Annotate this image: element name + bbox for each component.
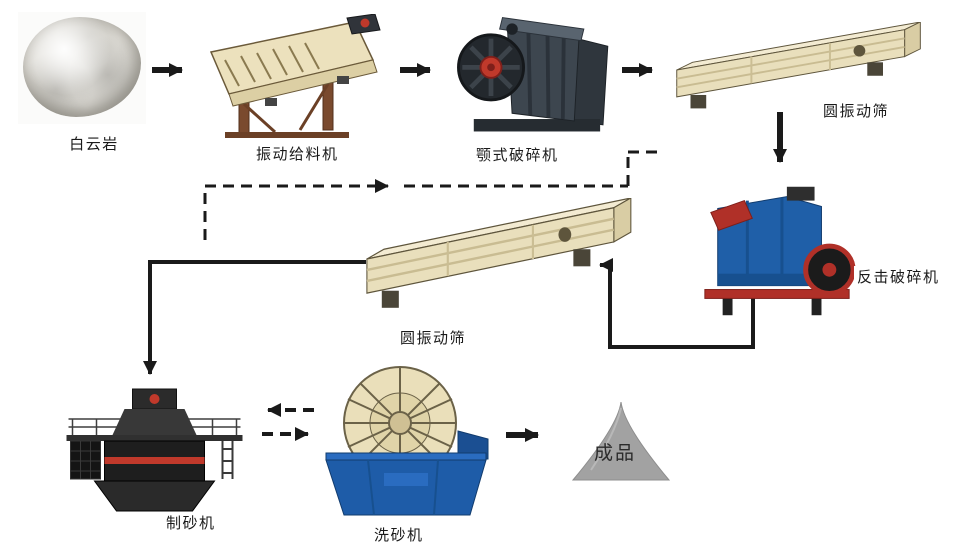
- label-jaw-crusher: 颚式破碎机: [476, 147, 559, 164]
- vibrating-screen-mid-illustration: [352, 198, 650, 320]
- product-pile-illustration: [565, 398, 677, 484]
- label-vibrating-screen-top: 圆振动筛: [820, 100, 893, 121]
- vibrating-feeder-illustration: [205, 14, 395, 140]
- impact-feed-chute: [710, 199, 753, 231]
- label-product: 成品: [594, 443, 637, 464]
- sand-maker-illustration: [52, 383, 257, 513]
- impact-crusher-illustration: [693, 178, 861, 323]
- screen-deck: [366, 207, 615, 294]
- label-vibrating-screen-mid: 圆振动筛: [400, 330, 467, 347]
- jaw-crusher-illustration: [452, 8, 620, 142]
- label-sand-maker: 制砂机: [166, 515, 216, 532]
- screen-deck: [676, 29, 906, 98]
- label-impact-crusher: 反击破碎机: [854, 266, 943, 287]
- dolomite-rock-image: [18, 12, 146, 124]
- vibrating-screen-top-illustration: [663, 22, 938, 118]
- line-impact-to-screenmid: [599, 258, 755, 349]
- label-dolomite: 白云岩: [69, 136, 119, 153]
- label-sand-washer: 洗砂机: [374, 527, 424, 544]
- line-screenmid-to-sandmaker: [143, 260, 366, 375]
- rock-icon: [23, 17, 141, 117]
- label-vibrating-feeder: 振动给料机: [256, 146, 339, 163]
- sand-washer-illustration: [318, 360, 493, 522]
- washer-tub: [325, 459, 487, 516]
